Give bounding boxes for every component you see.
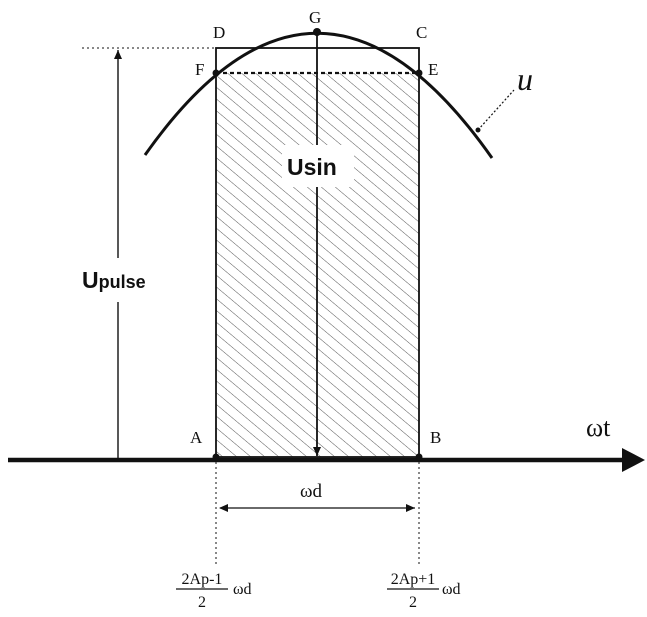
label-d: D	[213, 23, 225, 42]
label-u-pulse-main: U	[82, 267, 99, 293]
label-u-pulse: Upulse	[82, 267, 146, 293]
label-e: E	[428, 60, 438, 79]
u-pulse-label-mask	[76, 258, 166, 302]
label-axis-omega-t: ωt	[586, 413, 611, 442]
label-a: A	[190, 428, 203, 447]
curve-label-pointer	[477, 89, 515, 131]
label-width-omega-d: ωd	[300, 481, 323, 502]
tick-right-suffix: ωd	[442, 581, 461, 598]
curve-label-pointer-dot	[475, 127, 481, 133]
tick-left-numerator: 2Ap-1	[182, 571, 223, 588]
point-a	[212, 453, 220, 461]
label-u-sin: Usin	[287, 154, 337, 180]
tick-right-numerator: 2Ap+1	[391, 571, 436, 588]
tick-left-suffix: ωd	[233, 581, 252, 598]
label-b: B	[430, 428, 441, 447]
tick-right-denominator: 2	[409, 594, 417, 611]
point-f	[212, 69, 220, 77]
label-g: G	[309, 8, 321, 27]
point-b	[415, 453, 423, 461]
point-e	[415, 69, 423, 77]
label-f: F	[195, 60, 204, 79]
label-curve-u: u	[517, 61, 533, 97]
point-g	[313, 28, 321, 36]
label-u-pulse-sub: pulse	[99, 272, 146, 292]
tick-right-fraction: 2Ap+1 2 ωd	[387, 571, 461, 611]
tick-left-denominator: 2	[198, 594, 206, 611]
tick-left-fraction: 2Ap-1 2 ωd	[176, 571, 252, 611]
label-c: C	[416, 23, 427, 42]
u-sin-label-mask	[282, 145, 354, 187]
time-axis-arrowhead	[622, 448, 645, 472]
